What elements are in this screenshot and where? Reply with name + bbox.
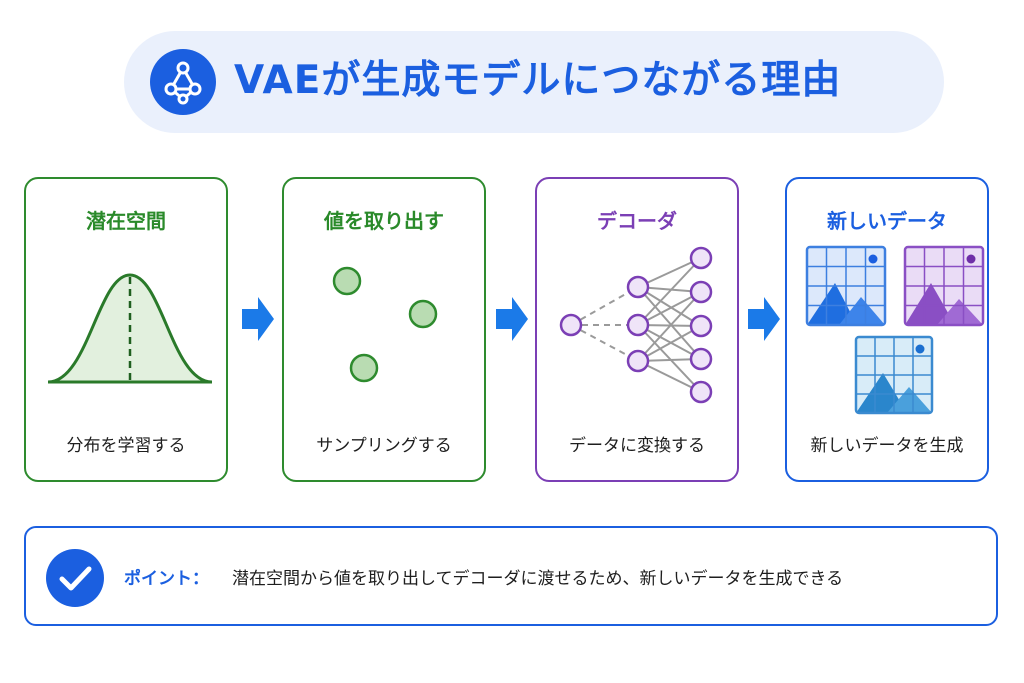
step-card-decoder: デコーダ [535, 177, 739, 482]
sample-dots-icon [332, 266, 438, 383]
step-title: 値を取り出す [324, 209, 444, 233]
step-title: 潜在空間 [86, 209, 166, 233]
arrow-right-icon [496, 297, 528, 341]
checkmark-icon [46, 549, 104, 607]
step-card-sampling: 値を取り出す サンプリングする [282, 177, 486, 482]
step-caption: サンプリングする [316, 436, 452, 456]
neural-network-icon [559, 246, 713, 404]
title-banner [124, 31, 944, 133]
step-card-latent-space: 潜在空間 分布を学習する [24, 177, 228, 482]
step-title: 新しいデータ [827, 209, 947, 233]
arrow-right-icon [242, 297, 274, 341]
step-caption: データに変換する [569, 436, 705, 456]
step-caption: 新しいデータを生成 [810, 436, 964, 456]
step-title: デコーダ [597, 209, 677, 233]
image-grid-icon [805, 245, 985, 415]
network-nodes-icon [150, 49, 216, 115]
step-card-new-data: 新しいデータ [785, 177, 989, 482]
point-summary-box: ポイント： 潜在空間から値を取り出してデコーダに渡せるため、新しいデータを生成で… [24, 526, 998, 626]
arrow-right-icon [748, 297, 780, 341]
bell-curve-icon [47, 273, 213, 384]
page-title: VAEが生成モデルにつながる理由 [234, 58, 842, 103]
step-caption: 分布を学習する [66, 436, 186, 456]
point-label: ポイント： [124, 569, 209, 589]
point-text: 潜在空間から値を取り出してデコーダに渡せるため、新しいデータを生成できる [232, 569, 844, 589]
